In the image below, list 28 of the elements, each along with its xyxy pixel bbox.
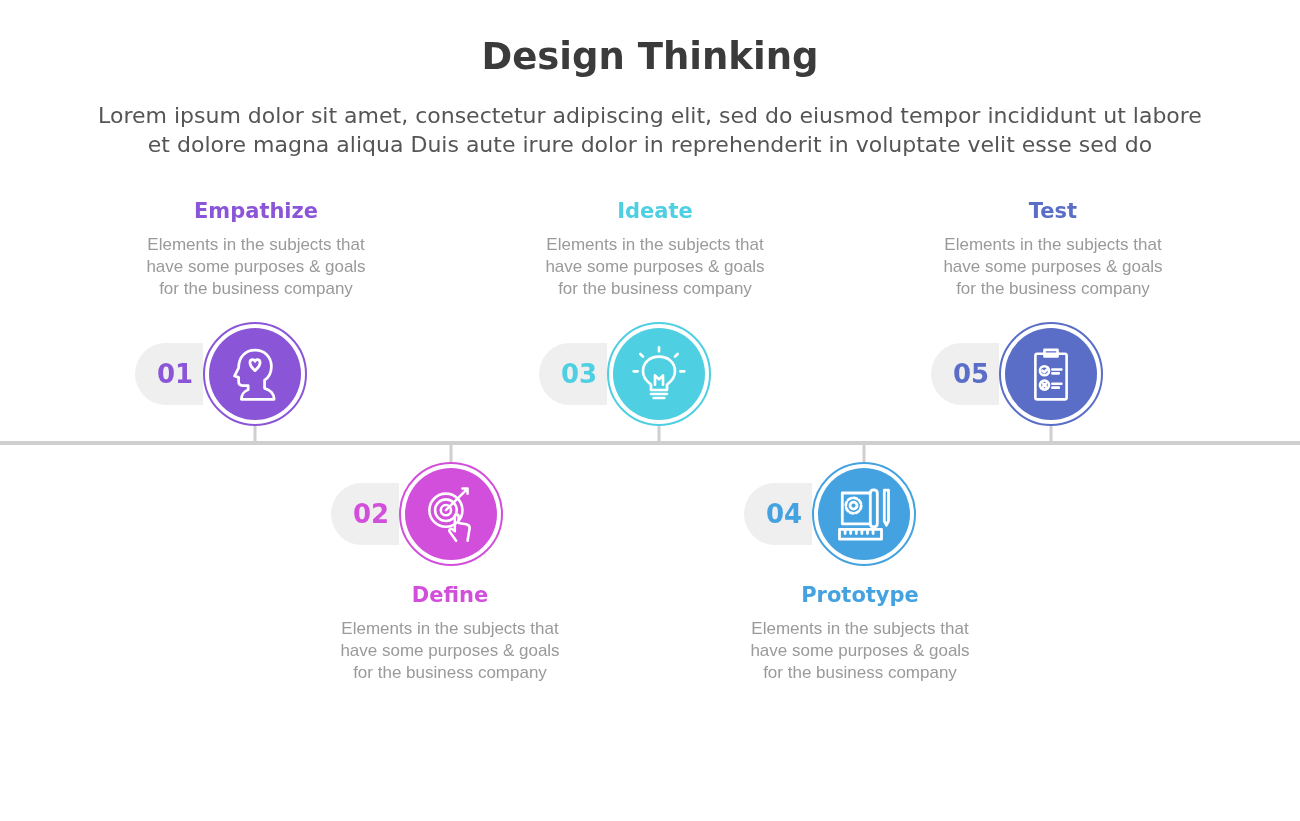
number-pill [539,343,607,405]
step-heading: Define [411,582,489,609]
step-number: 03 [561,359,598,389]
step-heading: Ideate [617,198,693,225]
step-description: Elements in the subjects that have some purposes & goals for the business company [145,234,367,300]
intro-text: Lorem ipsum dolor sit amet, consectetur adipiscing elit, sed do eiusmod tempor incididunt ut labore et dolore magna aliqua Duis aute irure dolor in reprehenderit in voluptate velit esse sed do [97,102,1203,159]
connector-line [657,426,661,441]
step-number: 05 [953,359,990,389]
connector-line [1049,426,1053,441]
connector-line [862,445,866,462]
step-description: Elements in the subjects that have some purposes & goals for the business company [942,234,1164,300]
step-heading: Empathize [193,198,319,225]
number-pill [135,343,203,405]
number-pill [744,483,812,545]
timeline-bar [0,441,1300,445]
connector-line [449,445,453,462]
step-heading: Test [1028,198,1078,225]
step-heading: Prototype [801,582,919,609]
step-description: Elements in the subjects that have some purposes & goals for the business company [339,618,561,684]
number-pill [931,343,999,405]
diagram-title: Design Thinking [481,35,819,79]
step-number: 02 [353,499,390,529]
connector-line [253,426,257,441]
step-number: 04 [766,499,803,529]
step-description: Elements in the subjects that have some purposes & goals for the business company [749,618,971,684]
step-description: Elements in the subjects that have some purposes & goals for the business company [544,234,766,300]
step-number: 01 [157,359,194,389]
number-pill [331,483,399,545]
